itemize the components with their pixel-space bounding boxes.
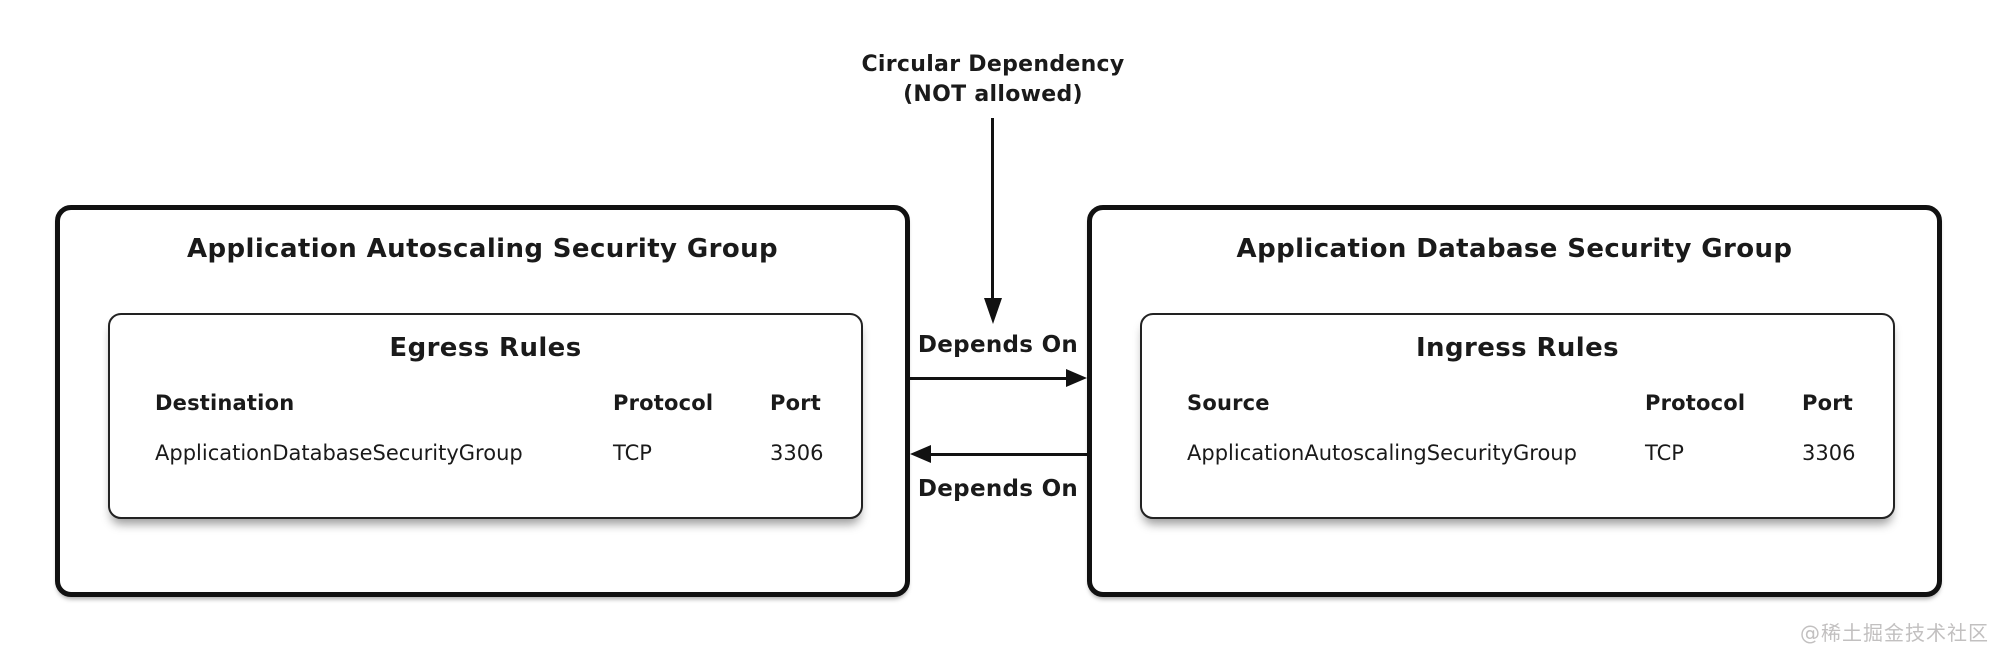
ingress-rules-title: Ingress Rules bbox=[1415, 333, 1619, 363]
circular-dependency-label: Circular Dependency (NOT allowed) bbox=[861, 50, 1124, 110]
circular-dependency-arrow-line bbox=[991, 118, 994, 300]
arrowhead-left-icon bbox=[910, 445, 931, 463]
watermark: @稀土掘金技术社区 bbox=[1800, 621, 1989, 645]
egress-rule-row: ApplicationDatabaseSecurityGroup TCP 330… bbox=[155, 440, 823, 466]
circular-dependency-line1: Circular Dependency bbox=[861, 52, 1125, 77]
ingress-header-protocol: Protocol bbox=[1645, 391, 1746, 415]
ingress-header-port: Port bbox=[1802, 391, 1854, 415]
autoscaling-security-group-title: Application Autoscaling Security Group bbox=[186, 234, 779, 264]
egress-header-port: Port bbox=[770, 391, 822, 415]
egress-rules-box: Egress Rules Destination Protocol Port A… bbox=[108, 313, 863, 519]
ingress-rules-header-row: Source Protocol Port bbox=[1187, 390, 1853, 416]
egress-rule-destination: ApplicationDatabaseSecurityGroup bbox=[155, 441, 523, 465]
ingress-rule-port: 3306 bbox=[1802, 441, 1856, 465]
depends-on-label-bottom: Depends On bbox=[917, 476, 1079, 502]
database-security-group-box: Application Database Security Group Ingr… bbox=[1087, 205, 1942, 597]
depends-on-label-top: Depends On bbox=[917, 332, 1079, 358]
egress-rules-title: Egress Rules bbox=[389, 333, 582, 363]
circular-dependency-line2: (NOT allowed) bbox=[903, 82, 1083, 107]
egress-header-protocol: Protocol bbox=[613, 391, 714, 415]
egress-rule-port: 3306 bbox=[770, 441, 824, 465]
ingress-rule-row: ApplicationAutoscalingSecurityGroup TCP … bbox=[1187, 440, 1855, 466]
arrowhead-right-icon bbox=[1066, 369, 1087, 387]
ingress-rules-box: Ingress Rules Source Protocol Port Appli… bbox=[1140, 313, 1895, 519]
depends-on-arrow-left-line bbox=[931, 453, 1087, 456]
egress-rule-protocol: TCP bbox=[613, 441, 652, 465]
egress-rules-header-row: Destination Protocol Port bbox=[155, 390, 821, 416]
ingress-header-source: Source bbox=[1187, 391, 1270, 415]
ingress-rule-protocol: TCP bbox=[1645, 441, 1684, 465]
depends-on-arrow-right-line bbox=[910, 377, 1068, 380]
egress-header-destination: Destination bbox=[155, 391, 295, 415]
autoscaling-security-group-box: Application Autoscaling Security Group E… bbox=[55, 205, 910, 597]
database-security-group-title: Application Database Security Group bbox=[1236, 234, 1793, 264]
ingress-rule-source: ApplicationAutoscalingSecurityGroup bbox=[1187, 441, 1577, 465]
arrowhead-down-icon bbox=[984, 298, 1002, 324]
